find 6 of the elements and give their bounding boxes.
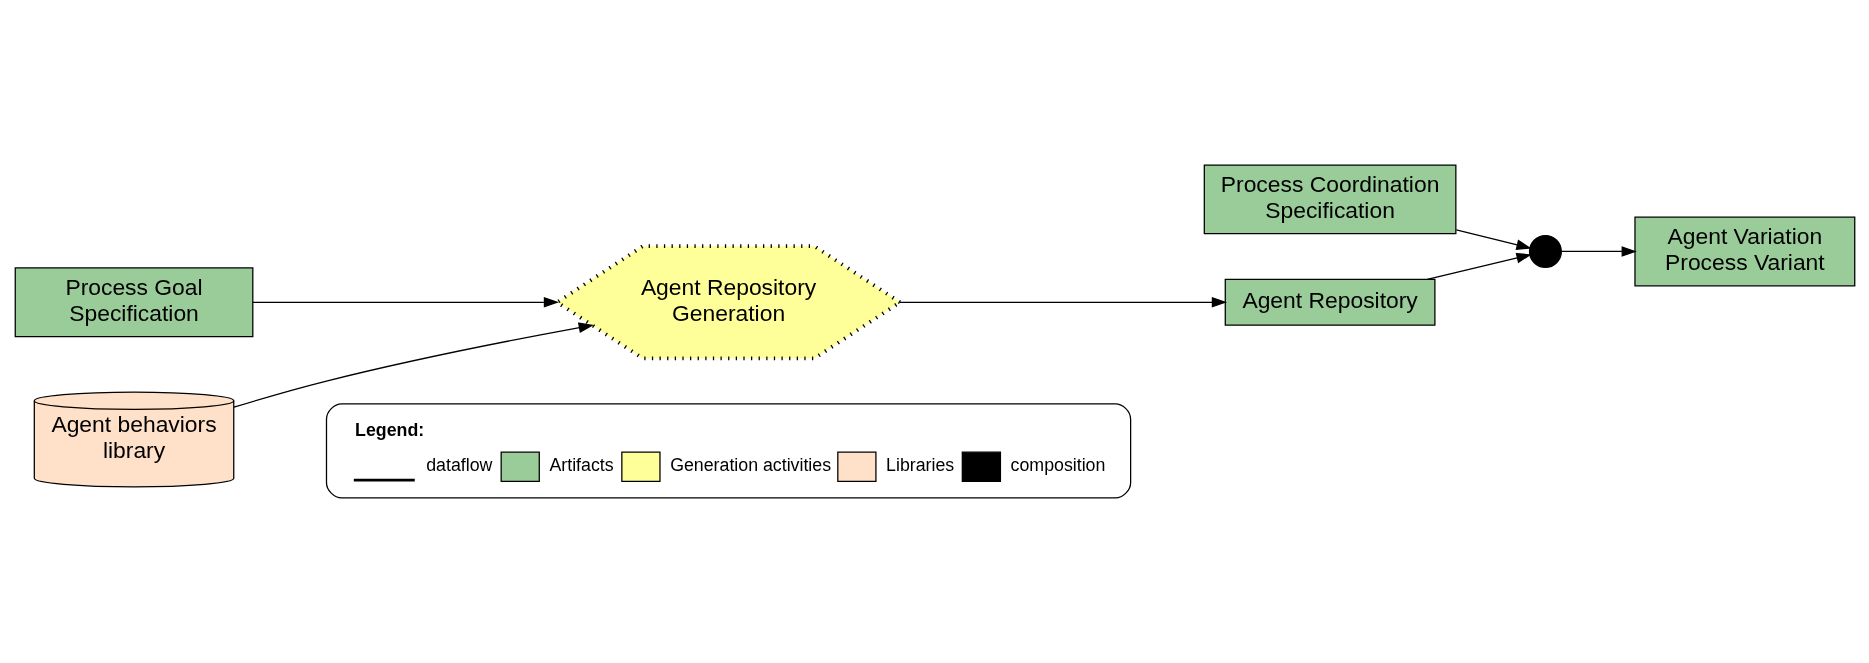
legend-label: Artifacts	[548, 455, 614, 476]
legend-label: Libraries	[885, 455, 954, 476]
legend-label: composition	[1010, 455, 1105, 476]
label: Legend:	[354, 419, 424, 440]
legend-label: dataflow	[425, 455, 492, 476]
legend-label: Generation activities	[669, 455, 831, 476]
